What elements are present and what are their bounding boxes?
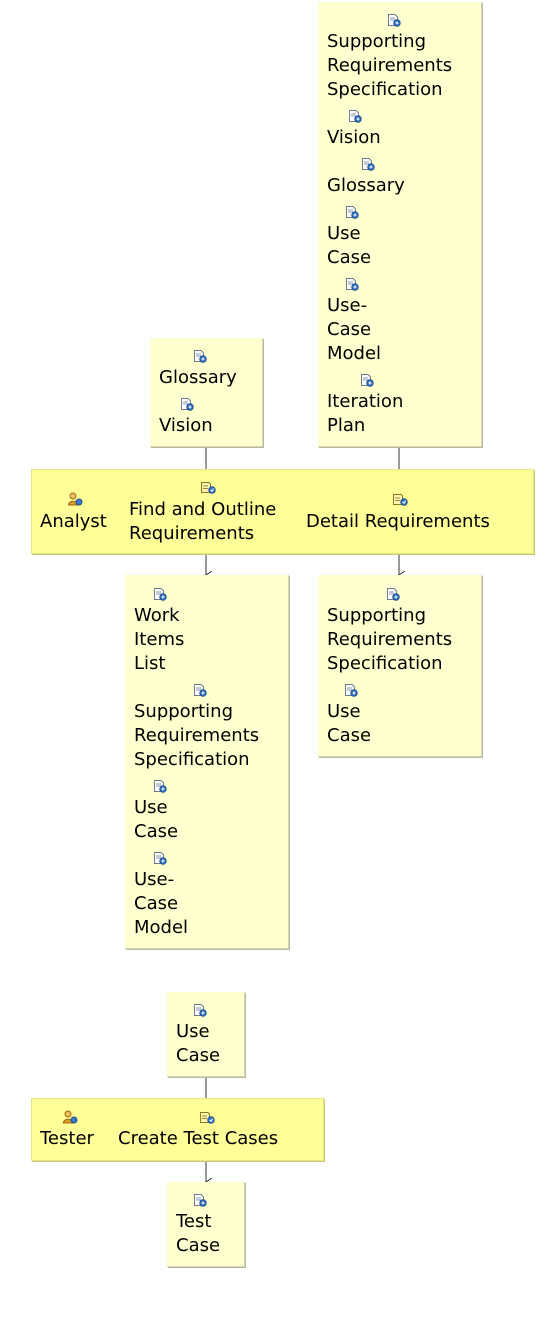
artifact-label-line: Work	[134, 605, 180, 626]
artifact-label-line: Case	[327, 247, 372, 268]
artifact-icon	[180, 396, 194, 411]
artifact-icon	[193, 348, 207, 363]
task-label-line: Detail Requirements	[306, 511, 490, 532]
artifact-label-line: Model	[327, 343, 382, 364]
artifact-icon	[193, 1192, 207, 1207]
task-label-line: Create Test Cases	[118, 1128, 279, 1149]
artifact-label-line: Use	[327, 701, 361, 722]
task-icon	[200, 479, 216, 494]
artifact-label-line: Use-	[327, 295, 368, 316]
artifact-icon	[386, 586, 400, 601]
artifact-label-line: Case	[176, 1235, 221, 1256]
artifact-label-line: Use	[327, 223, 361, 244]
artifact-label-line: Specification	[327, 79, 443, 100]
task-label-line: Find and Outline	[129, 499, 277, 520]
artifact-label-line: Glossary	[159, 367, 237, 388]
artifact-group-detail-inputs: Supporting Requirements Specification Vi…	[318, 2, 482, 447]
artifact-icon	[193, 1002, 207, 1017]
artifact-icon	[361, 156, 375, 171]
artifact-label-line: Supporting	[134, 701, 233, 722]
artifact-label-line: Use	[134, 797, 168, 818]
artifact-icon	[153, 778, 167, 793]
artifact-group-find-inputs: Glossary Vision	[150, 338, 263, 447]
artifact-label-line: Specification	[327, 653, 443, 674]
artifact-group-test-outputs: Test Case	[167, 1182, 245, 1267]
artifact-label-line: List	[134, 653, 166, 674]
artifact-label-line: Requirements	[327, 55, 453, 76]
artifact-label-line: Requirements	[327, 629, 453, 650]
task-label-line: Requirements	[129, 523, 255, 544]
artifact-group-find-outputs: Work Items List Supporting Requirements …	[125, 575, 289, 949]
artifact-icon	[153, 850, 167, 865]
artifact-icon	[153, 586, 167, 601]
artifact-label-line: Plan	[327, 415, 366, 436]
task-icon	[392, 491, 408, 506]
artifact-label-line: Case	[327, 319, 372, 340]
artifact-label-line: Case	[134, 893, 179, 914]
artifact-label-line: Case	[134, 821, 179, 842]
artifact-label-line: Supporting	[327, 605, 426, 626]
artifact-group-test-inputs: Use Case	[167, 992, 245, 1077]
artifact-icon	[348, 108, 362, 123]
artifact-label-line: Vision	[327, 127, 381, 148]
artifact-label-line: Model	[134, 917, 189, 938]
role-label[interactable]: Tester	[40, 1128, 94, 1149]
artifact-label-line: Use	[176, 1021, 210, 1042]
artifact-icon	[193, 682, 207, 697]
artifact-label-line: Specification	[134, 749, 250, 770]
role-label[interactable]: Analyst	[40, 511, 107, 532]
swimlane-analyst: Analyst Find and Outline Requirements De…	[31, 469, 534, 554]
task-icon	[199, 1109, 215, 1124]
artifact-label-line: Glossary	[327, 175, 405, 196]
artifact-label-line: Case	[176, 1045, 221, 1066]
artifact-icon	[360, 372, 374, 387]
artifact-label-line: Use-	[134, 869, 175, 890]
artifact-label-line: Test	[176, 1211, 212, 1232]
artifact-icon	[387, 12, 401, 27]
role-icon	[67, 491, 83, 506]
artifact-label-line: Iteration	[327, 391, 404, 412]
artifact-label-line: Requirements	[134, 725, 260, 746]
artifact-label-line: Vision	[159, 415, 213, 436]
artifact-label-line: Case	[327, 725, 372, 746]
role-icon	[62, 1109, 78, 1124]
artifact-group-detail-outputs: Supporting Requirements Specification Us…	[318, 575, 482, 757]
artifact-icon	[344, 682, 358, 697]
swimlane-tester: Tester Create Test Cases	[31, 1098, 324, 1161]
artifact-label-line: Supporting	[327, 31, 426, 52]
artifact-icon	[345, 204, 359, 219]
artifact-icon	[345, 276, 359, 291]
artifact-label-line: Items	[134, 629, 185, 650]
